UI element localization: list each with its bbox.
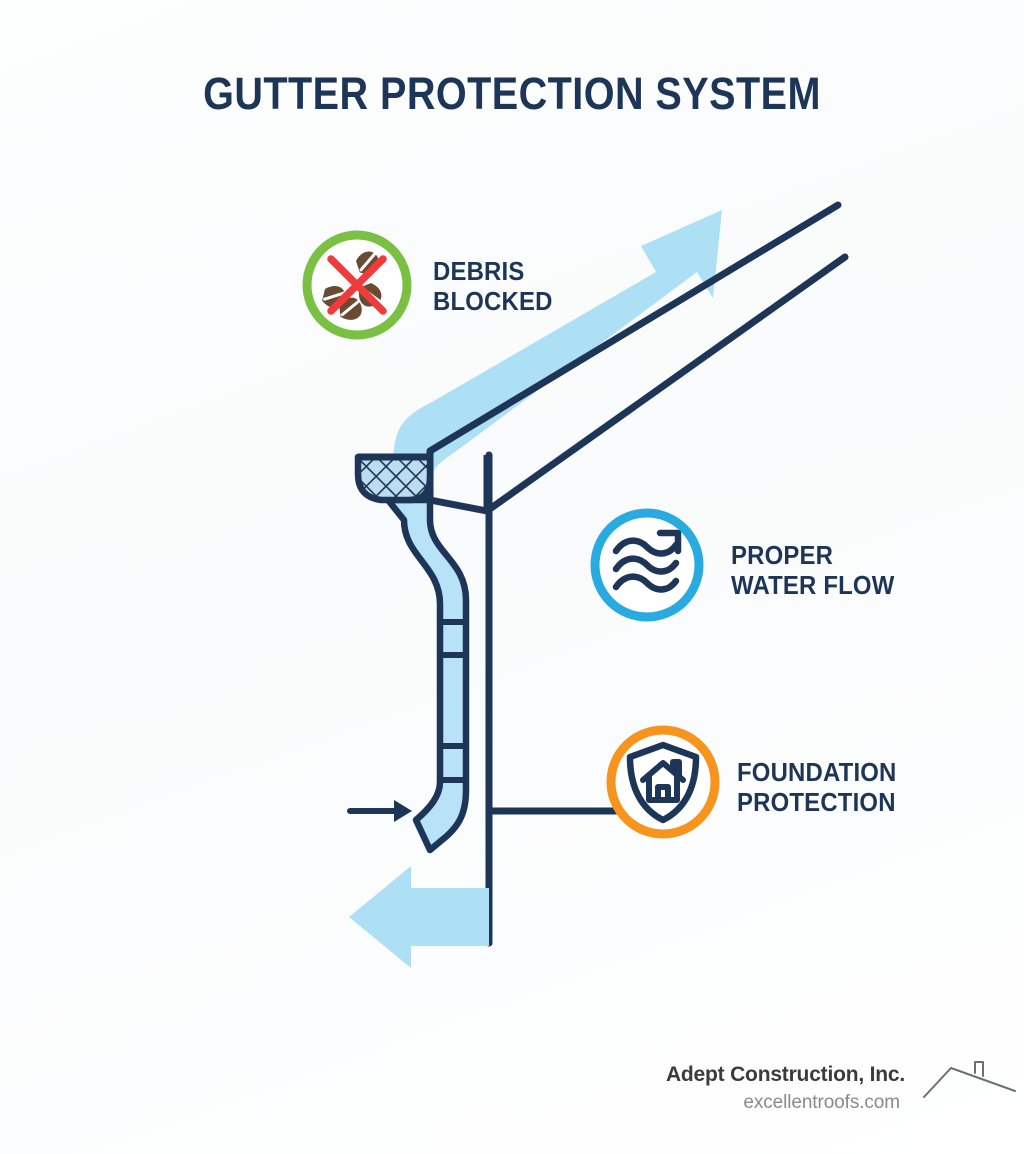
red-cross-icon: [327, 255, 387, 315]
water-flow-arrow-up: [393, 210, 722, 501]
inlet-arrow: [347, 800, 412, 822]
roof-slope-lines: [426, 201, 849, 515]
feature-label-foundation: FOUNDATION PROTECTION: [737, 757, 897, 817]
foundation-label-line2: PROTECTION: [737, 787, 896, 818]
debris-label-line1: DEBRIS: [433, 256, 525, 286]
footer-company-name: Adept Construction, Inc.: [665, 1063, 905, 1086]
gutter-trough-with-mesh-guard: [354, 453, 434, 504]
wave-lines: [612, 537, 680, 593]
shield-icon: [626, 741, 700, 824]
foundation-label-line1: FOUNDATION: [737, 757, 897, 787]
feature-label-debris: DEBRIS BLOCKED: [433, 256, 553, 316]
house-icon: [640, 759, 686, 803]
debris-label-line2: BLOCKED: [433, 286, 553, 317]
page-title: GUTTER PROTECTION SYSTEM: [203, 68, 821, 119]
footer-website: excellentroofs.com: [743, 1092, 900, 1113]
flow-arrowhead-icon: [656, 529, 682, 555]
feature-label-water-flow: PROPER WATER FLOW: [731, 540, 894, 600]
water-discharge-arrow-left: [349, 866, 489, 968]
downspout: [384, 496, 470, 854]
flow-label-line1: PROPER: [731, 540, 834, 570]
flow-label-line2: WATER FLOW: [731, 570, 895, 601]
